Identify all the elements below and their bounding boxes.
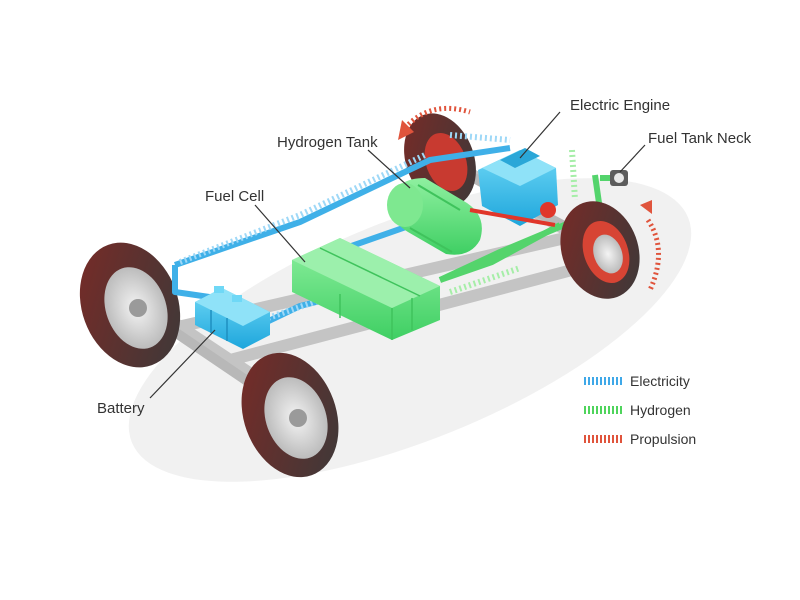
wheel-rear-right	[560, 201, 640, 299]
hydrogen-tank	[387, 178, 482, 255]
callout-fuel-cell: Fuel Cell	[205, 188, 265, 205]
propulsion-arrows	[403, 105, 661, 292]
legend-propulsion-label: Propulsion	[630, 431, 696, 447]
battery	[195, 286, 270, 349]
hydrogen-flow-dashes	[449, 149, 578, 295]
propulsion-arrowhead-top	[398, 120, 414, 140]
callout-fuel-tank-neck: Fuel Tank Neck	[648, 130, 752, 147]
fuel-cell	[292, 238, 440, 340]
callout-battery: Battery	[97, 400, 145, 417]
fuel-tank-neck	[610, 170, 628, 186]
electricity-flow-dashes	[178, 132, 511, 321]
legend: Electricity Hydrogen Propulsion	[584, 373, 696, 447]
callout-electric-engine: Electric Engine	[570, 97, 671, 114]
propulsion-arrowhead-right	[640, 200, 652, 214]
wheel-front-bottom	[241, 352, 339, 478]
callout-lines	[149, 111, 646, 399]
wheel-front-left	[79, 242, 181, 368]
legend-hydrogen-label: Hydrogen	[630, 402, 691, 418]
legend-electricity-label: Electricity	[630, 373, 690, 389]
electric-engine	[469, 148, 558, 227]
callout-hydrogen-tank: Hydrogen Tank	[277, 134, 378, 151]
